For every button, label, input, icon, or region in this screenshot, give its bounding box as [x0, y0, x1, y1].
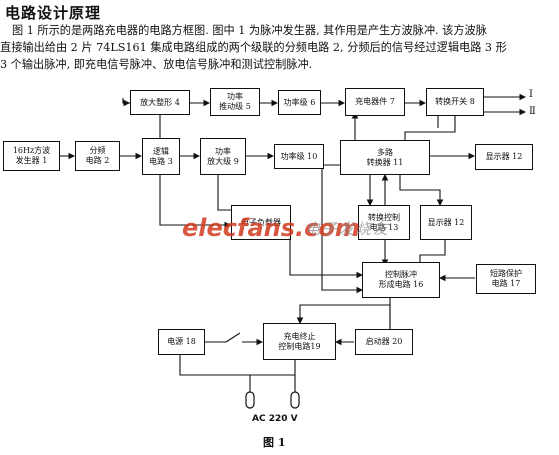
block-charger-7: 充电器件 7	[345, 88, 405, 116]
block-amp-shaping-4: 放大整形 4	[130, 90, 190, 115]
block-logic-3: 逻辑电路 3	[142, 138, 180, 175]
watermark-logo: elecfans.com	[182, 214, 360, 242]
block-control-pulse-16: 控制脉冲形成电路 16	[362, 262, 440, 298]
block-power-stage-10: 功率级 10	[274, 144, 324, 169]
watermark-subtitle: 电子发烧友	[305, 220, 391, 238]
figure-caption: 图 1	[263, 436, 286, 449]
ac-input-label: AC 220 V	[252, 414, 298, 424]
block-pulse-generator-1: 16Hz方波发生器 1	[3, 141, 60, 171]
block-power-supply-18: 电源 18	[158, 329, 205, 355]
output-label-1: I	[529, 89, 533, 100]
paragraph-line-1: 图 1 所示的是两路充电器的电路方框图. 图中 1 为脉冲发生器, 其作用是产生…	[12, 24, 487, 37]
block-switch-control-13: 转换控制电路 13	[358, 205, 410, 240]
block-electronic-load: 电子负载器	[231, 205, 291, 240]
block-short-protect-17: 短路保护电路 17	[476, 264, 536, 294]
block-power-stage-6: 功率级 6	[278, 90, 321, 115]
paragraph-line-2: 直接输出给由 2 片 74LS161 集成电路组成的两个级联的分频电路 2, 分…	[0, 41, 507, 54]
block-multiplexer-11: 多路转换器 11	[340, 140, 430, 175]
paragraph-line-3: 3 个输出脉冲, 即充电信号脉冲、放电信号脉冲和测试控制脉冲.	[0, 58, 313, 71]
block-power-driver-5: 功率推动级 5	[210, 88, 260, 116]
page-heading: 电路设计原理	[5, 4, 102, 22]
block-switch-8: 转换开关 8	[426, 88, 484, 116]
block-display-12-top: 显示器 12	[475, 144, 533, 170]
block-starter-20: 启动器 20	[355, 329, 413, 355]
block-display-12-bottom: 显示器 12	[420, 205, 472, 240]
block-divider-2: 分频电路 2	[75, 141, 120, 171]
block-power-amp-9: 功率放大级 9	[200, 138, 246, 175]
output-label-2: Ⅱ	[529, 106, 536, 117]
block-charge-stop-19: 充电终止控制电路19	[263, 323, 336, 360]
